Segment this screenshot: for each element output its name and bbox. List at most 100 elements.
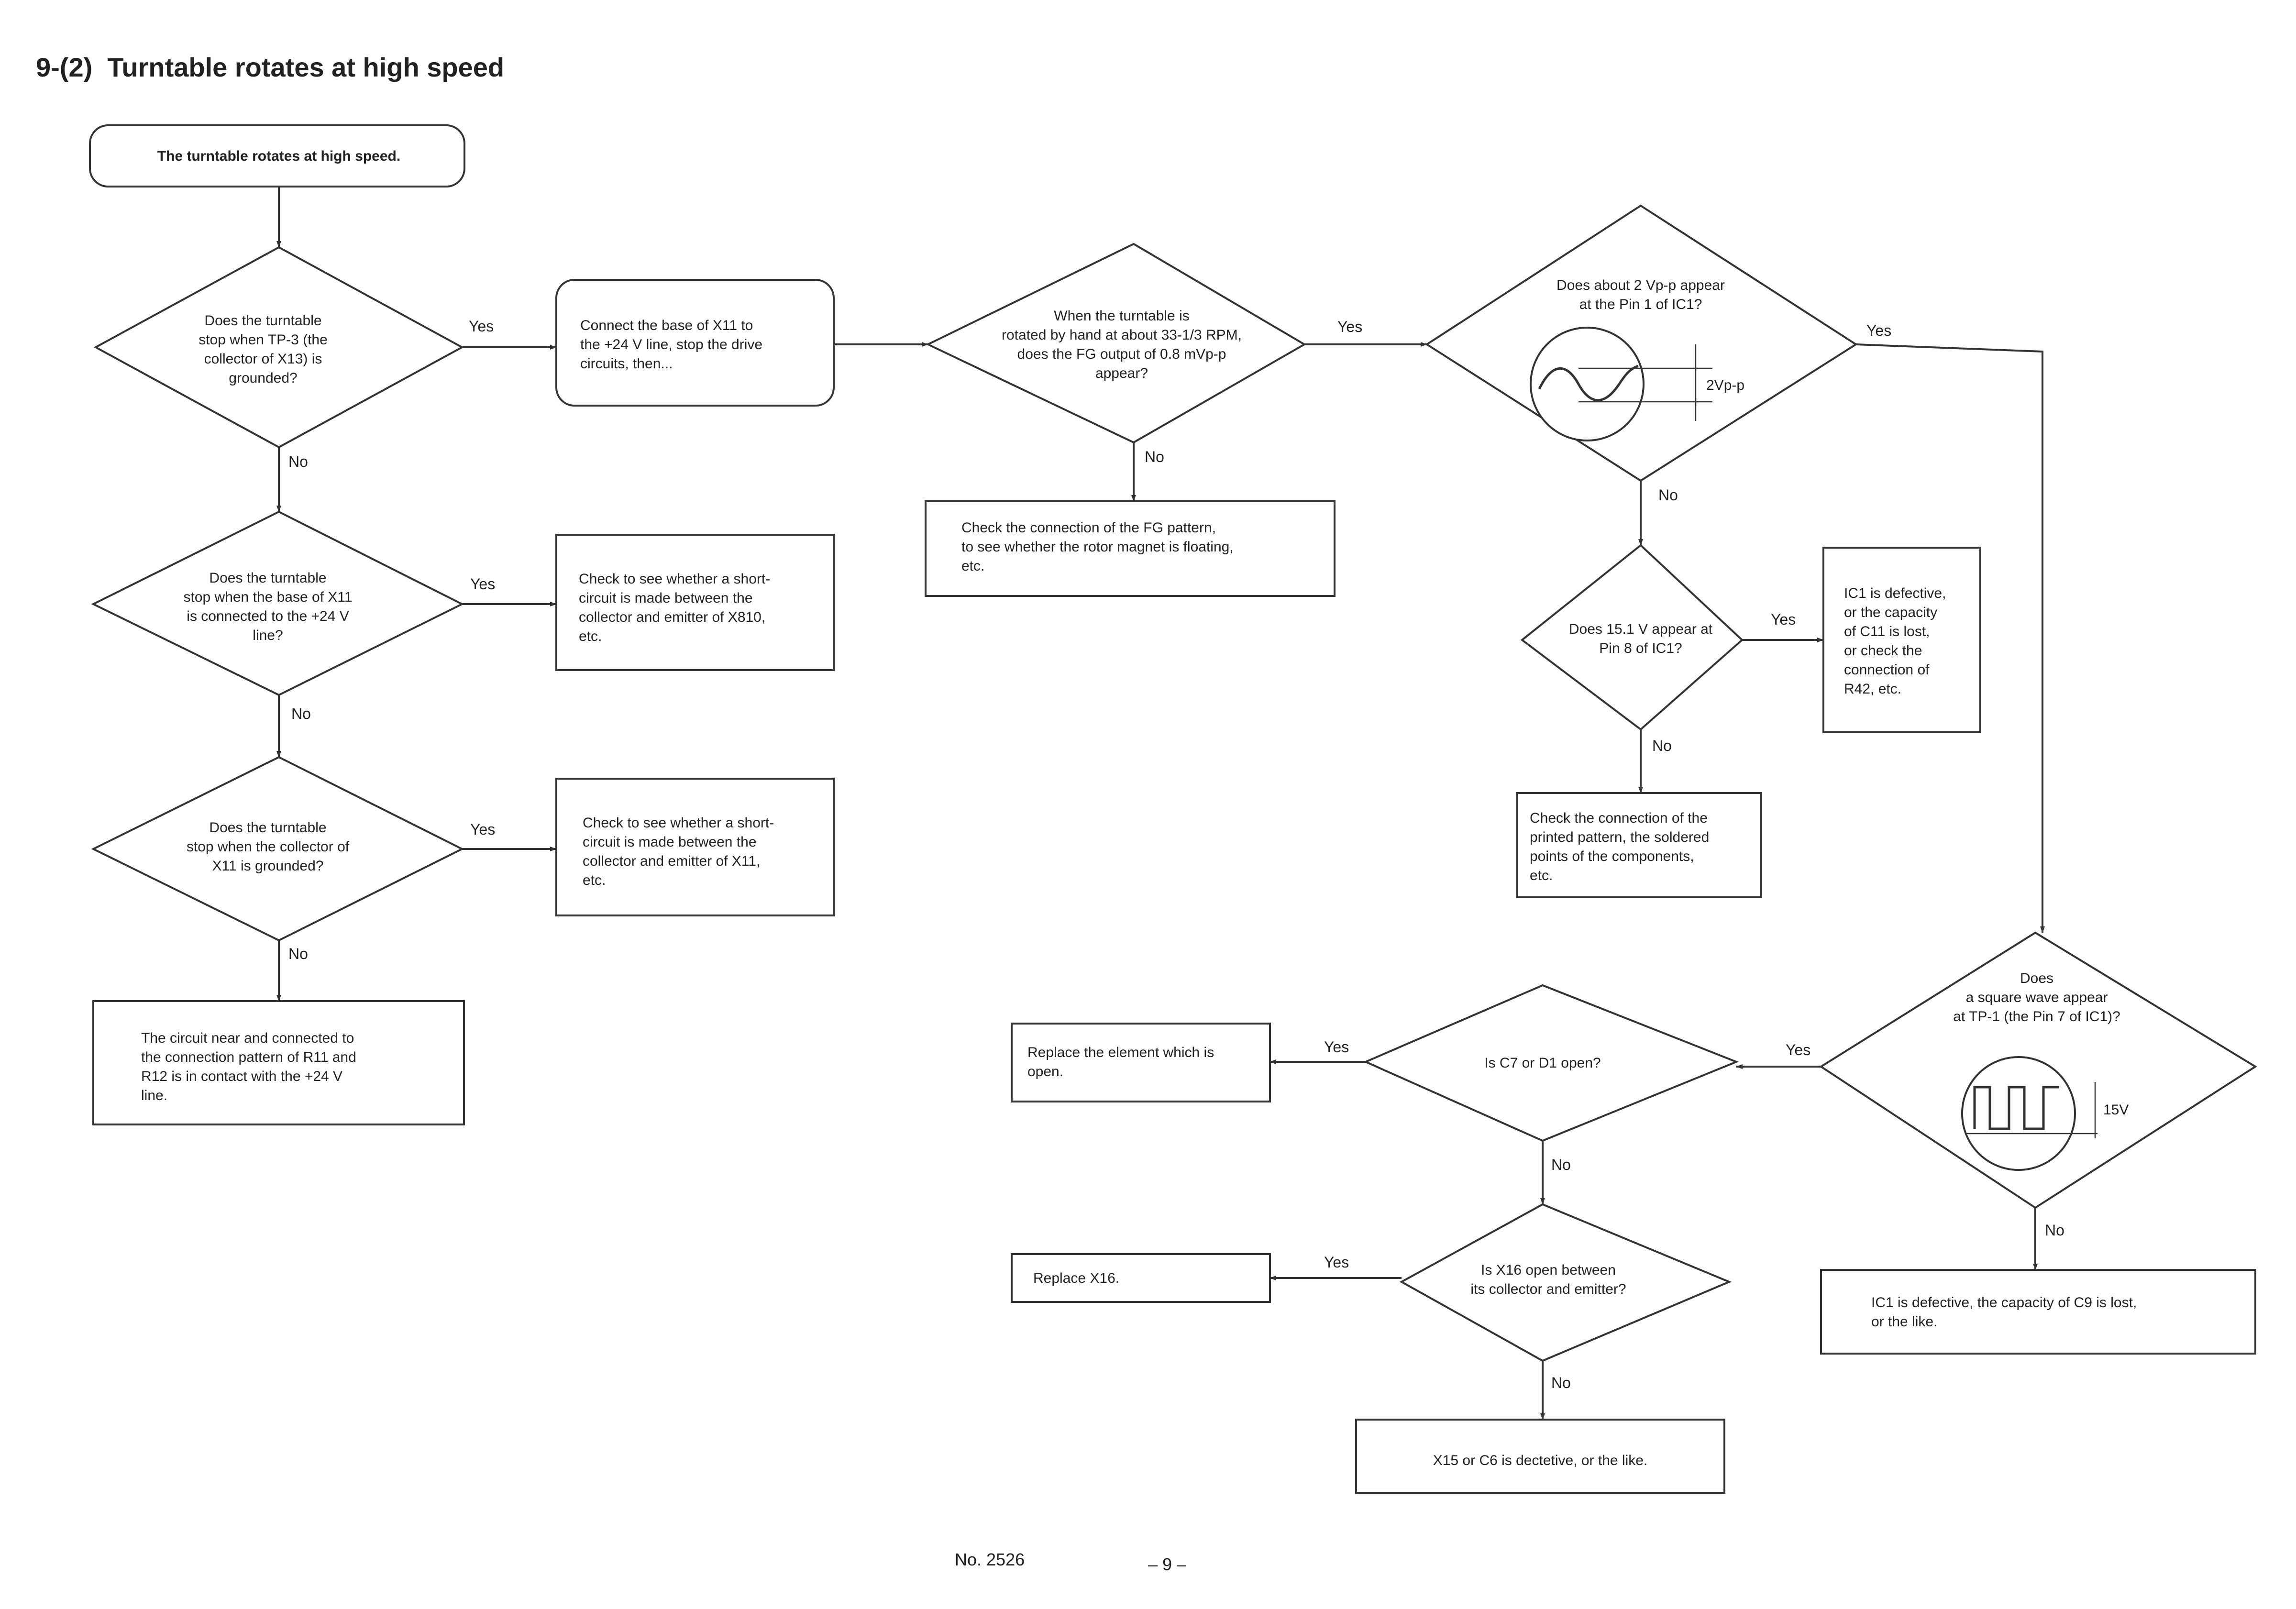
node-label-line: X15 or C6 is dectetive, or the like. <box>1433 1453 1648 1468</box>
node-label-line: Does the turntable <box>204 313 321 329</box>
node-label-line: line? <box>253 628 283 643</box>
node-label-line: circuits, then... <box>580 356 673 372</box>
action-replace-element <box>1011 1023 1271 1102</box>
node-label-line: IC1 is defective, the capacity of C9 is … <box>1871 1295 2137 1311</box>
label-no-q-square: No <box>2045 1222 2064 1239</box>
label-no-q-c7: No <box>1551 1156 1571 1173</box>
label-yes-q-tp3: Yes <box>469 318 494 335</box>
node-label-line: Check the connection of the FG pattern, <box>961 520 1216 536</box>
node-label-line: stop when the collector of <box>187 839 350 855</box>
node-labels: The turntable rotates at high speed. Doe… <box>141 148 2137 1468</box>
label-no-q-2vpp: No <box>1658 486 1678 504</box>
node-label-line: etc. <box>1530 868 1553 883</box>
label-yes-q-2vpp: Yes <box>1866 322 1891 339</box>
label-yes-q-c7: Yes <box>1324 1038 1349 1056</box>
node-label-line: or the capacity <box>1844 605 1937 620</box>
label-yes-q-square: Yes <box>1786 1041 1810 1058</box>
sine-scope-circle <box>1530 327 1645 441</box>
label-yes-q-collector: Yes <box>470 821 495 838</box>
label-no-q-x16: No <box>1551 1374 1571 1391</box>
node-label-line: collector of X13) is <box>204 351 322 367</box>
decision-square-wave-label: Does a square wave appear at TP-1 (the Pin… <box>1953 970 2120 1025</box>
node-label-line: The circuit near and connected to <box>141 1030 354 1046</box>
decision-collector-x11-label: Does the turntable stop when the collecto… <box>187 820 350 874</box>
decision-x16 <box>1399 1203 1732 1362</box>
node-label-line: at TP-1 (the Pin 7 of IC1)? <box>1953 1009 2120 1025</box>
edge-q-2vpp-yes <box>1855 343 2045 933</box>
edges <box>276 187 2045 1420</box>
node-label-line: is connected to the +24 V <box>187 608 349 624</box>
page-title: 9-(2) Turntable rotates at high speed <box>36 52 504 82</box>
action-r11-r12-label: The circuit near and connected to the con… <box>141 1030 356 1103</box>
start-terminal-label: The turntable rotates at high speed. <box>157 148 400 164</box>
action-x15-c6 <box>1355 1419 1725 1494</box>
node-label-line: collector and emitter of X11, <box>583 853 760 869</box>
node-label-line: etc. <box>961 558 984 574</box>
node-label-line: points of the components, <box>1530 849 1694 864</box>
node-label-line: R12 is in contact with the +24 V <box>141 1069 342 1084</box>
action-x15-c6-label: X15 or C6 is dectetive, or the like. <box>1433 1453 1648 1468</box>
action-short-x810 <box>555 534 835 671</box>
node-label-line: printed pattern, the soldered <box>1530 829 1709 845</box>
sine-wave-icon <box>1538 364 1639 402</box>
node-label-line: of C11 is lost, <box>1844 624 1930 639</box>
node-label-line: circuit is made between the <box>579 590 753 606</box>
node-label-line: line. <box>141 1088 167 1103</box>
action-short-x11 <box>555 778 835 916</box>
node-label-line: The turntable rotates at high speed. <box>157 148 400 164</box>
square-wave-icon <box>1973 1086 2059 1130</box>
node-label-line: Check the connection of the <box>1530 810 1708 826</box>
label-no-q-collector: No <box>288 945 308 962</box>
node-label-line: Replace X16. <box>1033 1270 1119 1286</box>
action-connect-x11 <box>555 279 835 407</box>
node-label-line: etc. <box>579 628 602 644</box>
node-label-line: Check to see whether a short- <box>583 815 774 831</box>
action-replace-element-label: Replace the element which is open. <box>1027 1045 1214 1080</box>
node-label-line: Does <box>2020 970 2053 986</box>
label-no-q-base: No <box>291 705 311 722</box>
node-label-line: its collector and emitter? <box>1470 1281 1626 1297</box>
node-label-line: circuit is made between the <box>583 834 757 850</box>
decision-collector-x11 <box>91 756 464 942</box>
action-replace-x16-label: Replace X16. <box>1033 1270 1119 1286</box>
node-label-line: the connection pattern of R11 and <box>141 1049 356 1065</box>
node-label-line: Replace the element which is <box>1027 1045 1214 1060</box>
decision-c7-d1 <box>1363 984 1739 1142</box>
action-short-x11-label: Check to see whether a short-circuit is … <box>583 815 774 888</box>
decision-fg-output <box>926 242 1306 444</box>
square-wave-inset: 15V <box>1961 1056 2129 1171</box>
node-label-line: does the FG output of 0.8 mVp-p <box>1017 346 1226 362</box>
sine-amplitude-label: 2Vp-p <box>1706 377 1744 393</box>
action-printed-pattern <box>1516 792 1762 898</box>
node-label-line: Does the turntable <box>209 570 326 586</box>
action-ic1-c9-label: IC1 is defective, the capacity of C9 is … <box>1871 1295 2137 1330</box>
node-label-line: appear? <box>1095 365 1148 381</box>
action-short-x810-label: Check to see whether a short-circuit is … <box>579 571 770 644</box>
node-label-line: Does 15.1 V appear at <box>1569 621 1713 637</box>
node-label-line: Pin 8 of IC1? <box>1599 640 1682 656</box>
decision-2vpp <box>1425 204 1858 482</box>
node-label-line: Does about 2 Vp-p appear <box>1556 277 1725 293</box>
node-label-line: a square wave appear <box>1966 990 2108 1005</box>
node-label-line: rotated by hand at about 33-1/3 RPM, <box>1002 327 1242 343</box>
node-label-line: etc. <box>583 872 606 888</box>
action-r11-r12 <box>92 1000 465 1125</box>
action-fg-pattern <box>925 500 1336 597</box>
node-label-line: Does the turntable <box>209 820 326 836</box>
node-label-line: Check to see whether a short- <box>579 571 770 587</box>
node-label-line: R42, etc. <box>1844 681 1901 697</box>
decision-x16-label: Is X16 open between its collector and emi… <box>1470 1262 1626 1297</box>
square-scope-circle <box>1961 1056 2076 1171</box>
node-label-line: collector and emitter of X810, <box>579 609 765 625</box>
action-ic1-c9 <box>1820 1269 2256 1355</box>
node-label-line: open. <box>1027 1064 1063 1080</box>
decision-c7-d1-label: Is C7 or D1 open? <box>1484 1055 1601 1071</box>
node-label-line: X11 is grounded? <box>212 858 324 874</box>
decision-15v-label: Does 15.1 V appear at Pin 8 of IC1? <box>1569 621 1713 656</box>
node-label-line: Is X16 open between <box>1481 1262 1616 1278</box>
edge-labels: Yes No Yes No Yes No Yes No Yes No Yes N… <box>288 318 2064 1391</box>
